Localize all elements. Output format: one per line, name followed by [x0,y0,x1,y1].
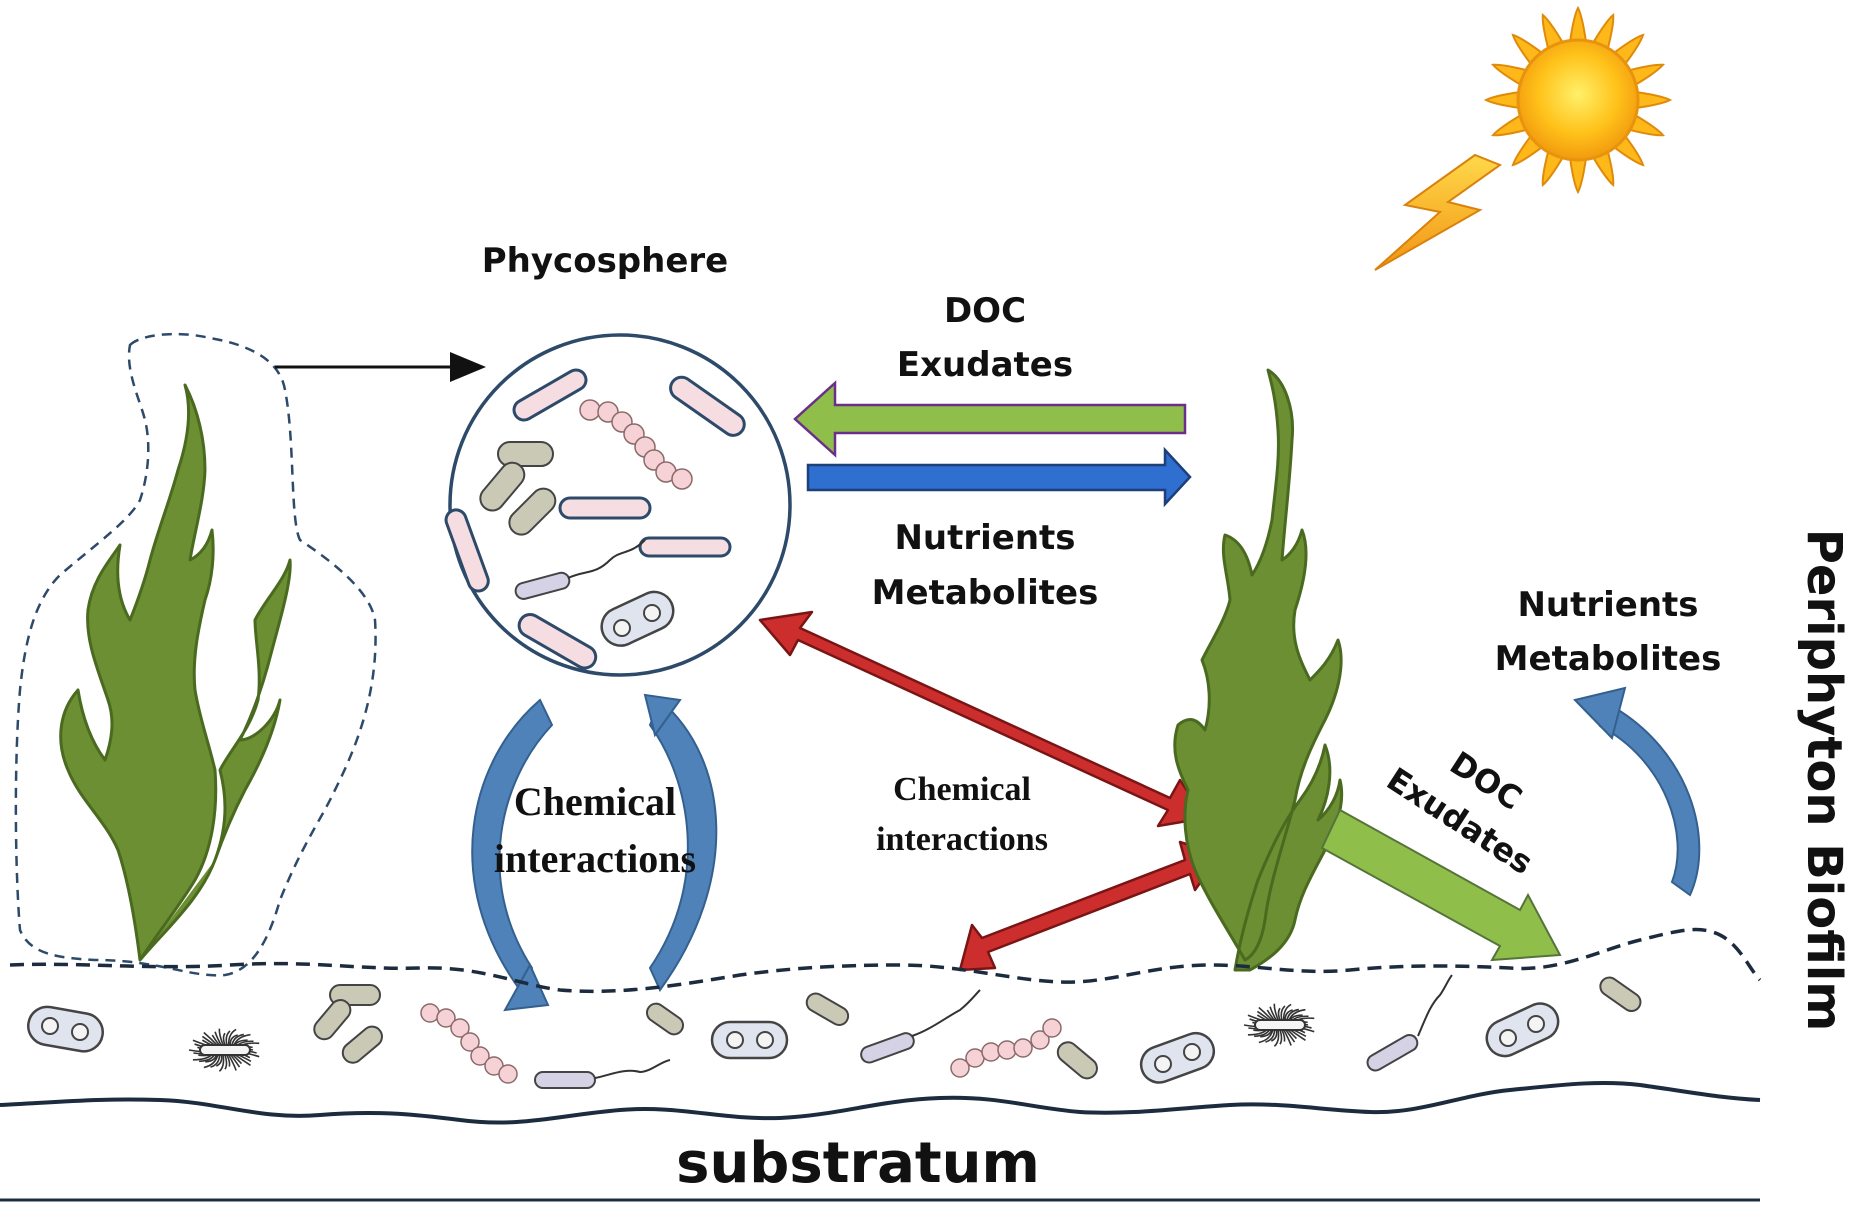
label-doc-top: DOC [944,291,1026,331]
right-algae [1173,368,1344,972]
curved-arrow-nutrients-right-head [1573,686,1627,740]
label-phycosphere: Phycosphere [482,241,728,281]
label-metabolites-right: Metabolites [1495,639,1722,679]
doc-exudates-right-arrow [1320,808,1562,962]
curved-arrow-nutrients-right [1598,703,1701,897]
doc-exudates-arrow [793,380,1187,458]
phycosphere-boundary [14,332,377,977]
label-metabolites-mid: Metabolites [872,573,1099,613]
label-periphyton-biofilm: Periphyton Biofilm [1796,529,1850,1032]
nutrients-arrow [806,446,1192,508]
label-interactions-circle: interactions [494,836,696,881]
label-nutrients-mid: Nutrients [894,518,1075,558]
biofilm-bacteria [27,974,1642,1089]
label-interactions-mid: interactions [876,821,1048,858]
label-chemical-circle: Chemical [514,779,676,824]
curved-arrow-right-head [643,693,682,738]
biofilm-bottom-boundary [0,1080,1761,1125]
chem-arrow-lower [958,840,1222,972]
label-exudates-top: Exudates [897,345,1073,385]
curved-arrow-right [648,698,718,992]
left-algae [59,383,292,962]
label-chemical-mid: Chemical [893,771,1031,808]
phycosphere-circle [444,333,792,677]
label-substratum: substratum [676,1131,1040,1196]
lightning-bolt-icon [1374,153,1503,271]
sun-icon [1483,5,1673,195]
label-nutrients-right: Nutrients [1517,585,1698,625]
